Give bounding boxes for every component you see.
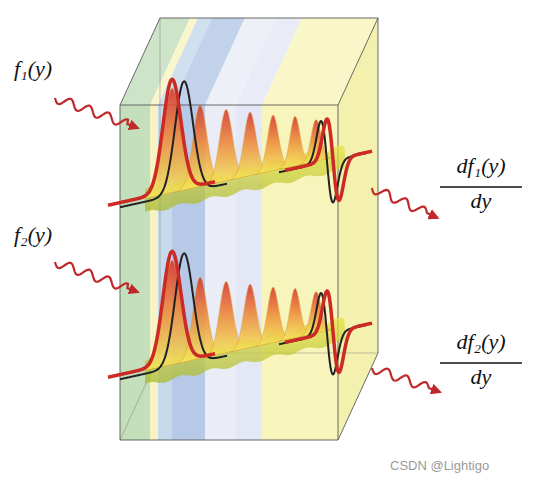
watermark: CSDN @Lightigo	[390, 458, 489, 473]
derivative-denominator: dy	[439, 364, 523, 390]
input-profile-shadow	[120, 81, 227, 207]
block-edge	[160, 18, 378, 19]
output-wave-arrow	[372, 188, 438, 218]
input-function-label: f₂(y)	[14, 222, 52, 248]
material-layer	[120, 105, 150, 440]
fraction-bar	[440, 362, 522, 363]
input-wave-arrow	[55, 98, 138, 128]
input-profile	[108, 251, 215, 377]
output-profile	[285, 291, 372, 373]
block-side	[338, 18, 378, 440]
material-layer	[150, 105, 158, 440]
input-function-label: f₁(y)	[14, 56, 52, 82]
output-profile	[285, 119, 372, 201]
derivative-numerator: df₁(y)	[439, 153, 523, 179]
block-edge	[120, 440, 338, 441]
wave-propagation	[108, 79, 372, 384]
derivative-numerator: df₂(y)	[439, 329, 523, 355]
block-edge	[120, 18, 160, 105]
input-profile-shadow	[120, 253, 227, 379]
block-edge	[120, 105, 121, 440]
derivative-denominator: dy	[439, 188, 523, 214]
layered-block	[120, 18, 378, 440]
block-edge	[378, 18, 379, 353]
wavy-arrows	[55, 98, 440, 392]
fraction-bar	[440, 186, 522, 187]
input-wave-arrow	[55, 262, 138, 292]
input-profile	[108, 79, 215, 205]
block-edge	[120, 105, 338, 106]
output-wave-arrow	[372, 368, 440, 392]
block-edge	[338, 18, 378, 105]
block-edge	[338, 353, 378, 440]
